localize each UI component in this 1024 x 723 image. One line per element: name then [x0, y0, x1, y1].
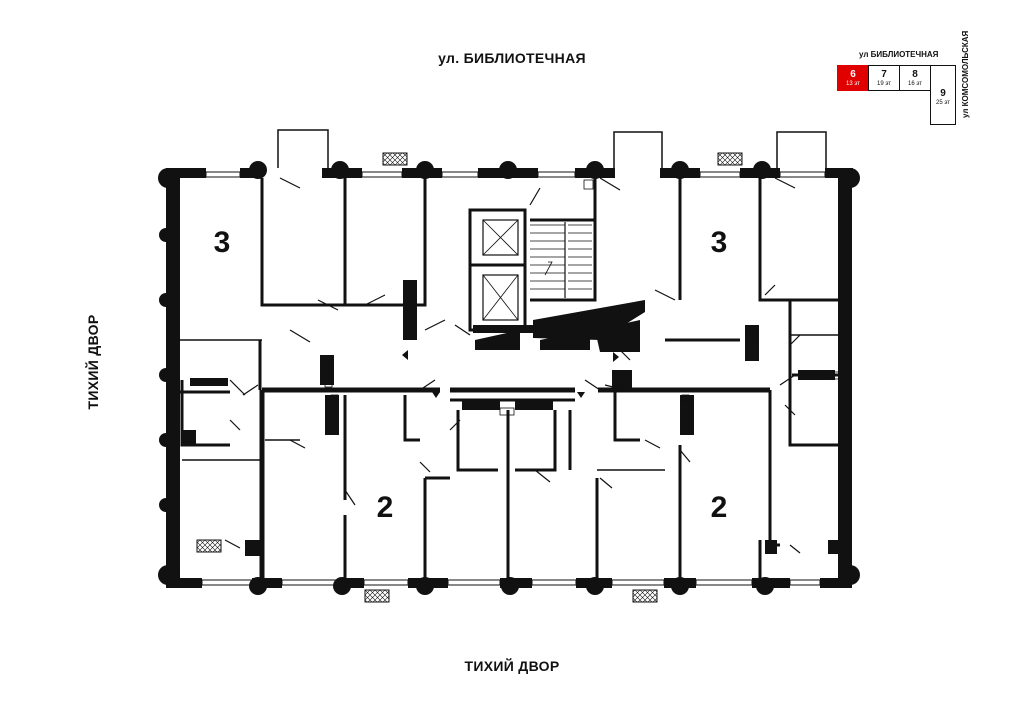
- block-floors: 25 эт: [935, 100, 951, 106]
- air-conditioner-units: [196, 152, 743, 603]
- room-count-bottom-right: 2: [711, 491, 728, 524]
- room-count-top-right: 3: [711, 226, 728, 259]
- minimap-block-6[interactable]: 6 13 эт: [837, 65, 869, 91]
- entrance-arrows: [402, 350, 619, 398]
- building-minimap: ул БИБЛИОТЕЧНАЯ ул КОМСОМОЛЬСКАЯ 6 13 эт…: [835, 31, 975, 138]
- minimap-street-top: ул БИБЛИОТЕЧНАЯ: [859, 50, 939, 59]
- block-number: 9: [940, 88, 946, 99]
- block-floors: 16 эт: [907, 81, 923, 87]
- room-count-top-left: 3: [214, 226, 231, 259]
- room-count-bottom-left: 2: [377, 491, 394, 524]
- utility-shafts: [181, 179, 840, 443]
- wall-fills: [182, 280, 840, 556]
- block-floors: 19 эт: [876, 81, 892, 87]
- interior-walls: [180, 178, 838, 580]
- block-floors: 13 эт: [845, 81, 861, 87]
- block-number: 8: [912, 69, 918, 80]
- street-label-bottom: ТИХИЙ ДВОР: [464, 658, 560, 674]
- minimap-block-9[interactable]: 9 25 эт: [930, 65, 956, 125]
- minimap-block-8[interactable]: 8 16 эт: [899, 65, 931, 91]
- balconies: [277, 129, 827, 168]
- door-swings: [224, 177, 801, 554]
- minimap-block-7[interactable]: 7 19 эт: [868, 65, 900, 91]
- block-number: 6: [850, 69, 856, 80]
- block-number: 7: [881, 69, 887, 80]
- windows: [171, 171, 826, 586]
- street-label-top: ул. БИБЛИОТЕЧНАЯ: [438, 50, 586, 66]
